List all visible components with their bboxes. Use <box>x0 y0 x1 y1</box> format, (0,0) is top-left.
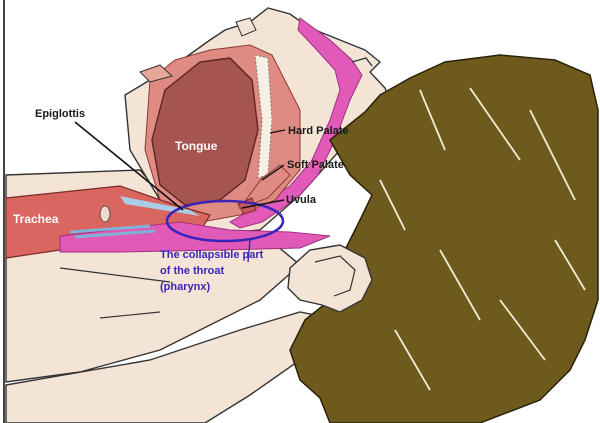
label-pharynx-line3: (pharynx) <box>160 281 210 293</box>
label-hard-palate: Hard Palate <box>288 125 349 137</box>
label-tongue: Tongue <box>175 139 218 153</box>
ear <box>288 245 372 312</box>
label-trachea: Trachea <box>13 212 59 226</box>
label-uvula: Uvula <box>286 194 317 206</box>
label-epiglottis: Epiglottis <box>35 108 85 120</box>
epiglottis-cartilage <box>100 206 110 222</box>
label-pharynx-line1: The collapsible part <box>160 249 264 261</box>
label-soft-palate: Soft Palate <box>287 159 344 171</box>
label-pharynx-line2: of the throat <box>160 265 224 277</box>
